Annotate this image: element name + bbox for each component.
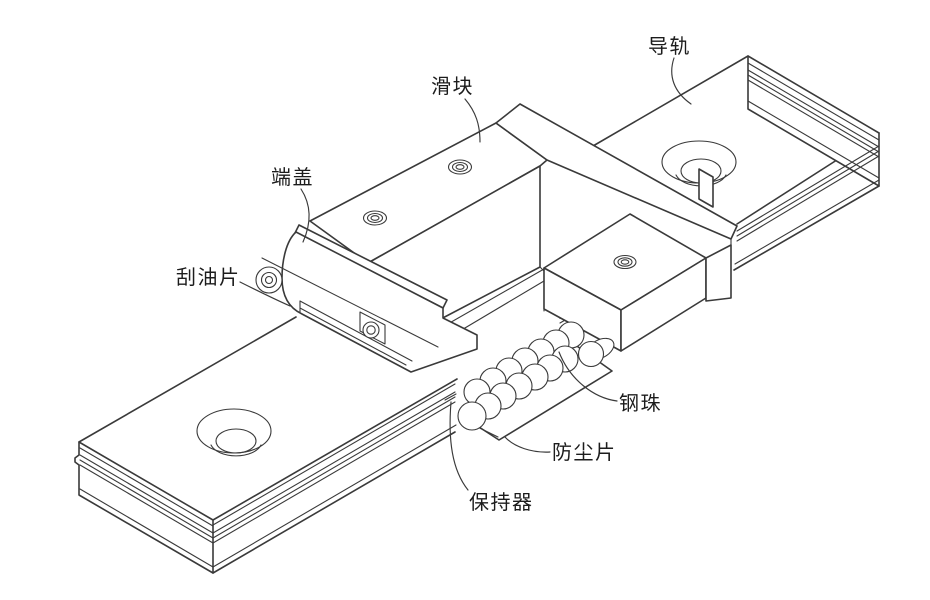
grease-port-mid bbox=[260, 271, 278, 289]
steel-ball bbox=[577, 340, 605, 368]
steel-ball bbox=[457, 401, 487, 431]
rail-back-edge bbox=[78, 55, 749, 443]
slider-threaded-hole-2 bbox=[447, 159, 473, 175]
callouts: 导轨 滑块 端盖 刮油片 钢珠 防尘片 保持器 bbox=[176, 35, 692, 514]
steel-balls bbox=[444, 321, 615, 431]
leader-end-cap bbox=[300, 188, 310, 243]
grease-port-center bbox=[264, 275, 274, 285]
grease-port-boss bbox=[255, 266, 283, 294]
callout-slider: 滑块 bbox=[431, 75, 481, 143]
slider-rear-wing bbox=[698, 168, 714, 208]
label-oil-scraper: 刮油片 bbox=[176, 266, 241, 289]
rail-bottom-edge bbox=[212, 185, 880, 574]
slider-threaded-hole-1 bbox=[362, 210, 388, 226]
thread-inner bbox=[455, 164, 465, 170]
slider-right-end-face bbox=[705, 244, 732, 302]
oil-scraper-edge bbox=[261, 257, 439, 348]
leader-steel-balls bbox=[558, 351, 618, 402]
callout-retainer: 保持器 bbox=[449, 401, 534, 514]
label-dust-sheet: 防尘片 bbox=[552, 441, 617, 464]
leader-slider bbox=[464, 98, 481, 143]
callout-steel-balls: 钢珠 bbox=[558, 351, 662, 415]
thread-mid bbox=[451, 161, 469, 173]
grease-nipple-outer bbox=[362, 321, 380, 339]
hole-cone-line bbox=[210, 444, 262, 457]
leader-retainer bbox=[449, 401, 469, 491]
rail-right-end-grooves bbox=[747, 62, 880, 179]
label-slider: 滑块 bbox=[431, 75, 474, 98]
thread-mid bbox=[366, 212, 384, 224]
callout-dust-sheet: 防尘片 bbox=[504, 436, 617, 464]
thread-mid bbox=[617, 257, 633, 267]
leader-dust-sheet bbox=[504, 436, 551, 453]
label-retainer: 保持器 bbox=[469, 491, 534, 514]
oil-scraper-lip-lines bbox=[299, 300, 413, 366]
callout-oil-scraper: 刮油片 bbox=[176, 266, 291, 307]
callout-end-cap: 端盖 bbox=[271, 166, 314, 243]
thread-inner bbox=[370, 215, 380, 221]
thread-inner bbox=[620, 259, 630, 265]
grease-nipple-inner bbox=[366, 325, 376, 335]
leader-oil-scraper bbox=[239, 281, 291, 307]
slider-top-strip bbox=[495, 103, 738, 240]
rail-mounting-hole-left bbox=[196, 408, 272, 457]
rail-left-end-grooves bbox=[79, 447, 214, 568]
label-end-cap: 端盖 bbox=[271, 166, 314, 189]
end-cap-assembly bbox=[255, 224, 478, 373]
rail-bottom-chamfer bbox=[212, 179, 880, 568]
end-cap-face bbox=[281, 231, 478, 373]
slider-threaded-hole-3 bbox=[613, 254, 637, 270]
leader-rail bbox=[671, 57, 692, 105]
label-rail: 导轨 bbox=[648, 35, 691, 58]
hole-bore bbox=[215, 428, 257, 454]
retainer-strip-tick bbox=[444, 393, 457, 401]
callout-rail: 导轨 bbox=[648, 35, 692, 105]
label-steel-balls: 钢珠 bbox=[619, 392, 662, 415]
